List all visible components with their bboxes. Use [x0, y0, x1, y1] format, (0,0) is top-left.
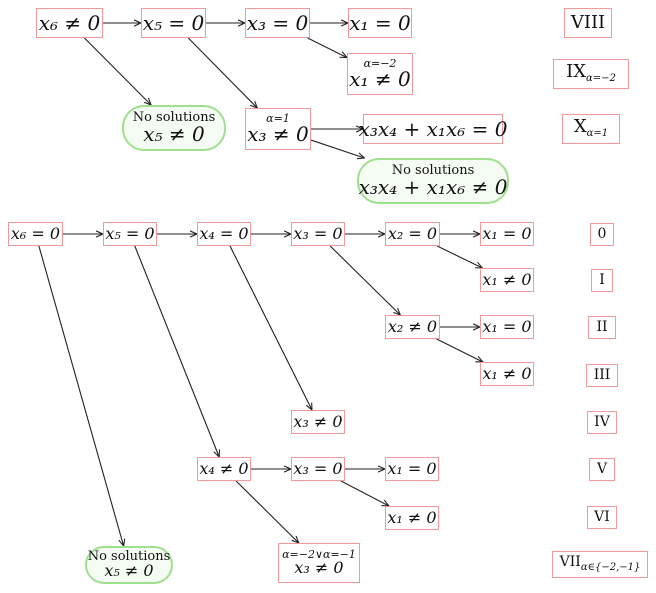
case-label-v: V — [589, 458, 615, 481]
node-x5-zero-bottom: x₅ = 0 — [103, 222, 157, 246]
edge-b_x2ne0-to-b_x1ne0_b — [436, 338, 483, 362]
node-equation-zero: x₃x₄ + x₁x₆ = 0 — [359, 114, 507, 144]
edge-b_x4eq0-to-b_x3ne0 — [229, 245, 312, 410]
node-x3-nonzero-bottom: x₃ ≠ 0 — [291, 410, 345, 434]
node-x1-zero-c: x₁ = 0 — [385, 457, 439, 481]
node-x1-nonzero-a: x₁ ≠ 0 — [480, 268, 534, 292]
case-label-ii: II — [588, 316, 616, 339]
case-label-x: Xα=1 — [562, 114, 620, 144]
node-x1-zero-b: x₁ = 0 — [480, 315, 534, 339]
edge-b_x4ne0-to-b_x3ne0_b — [235, 480, 299, 543]
edge-t_x5eq0-to-t_x3ne0 — [187, 37, 257, 108]
node-x1-nonzero-b: x₁ ≠ 0 — [480, 362, 534, 386]
node-x1-zero-a: x₁ = 0 — [480, 222, 534, 246]
node-x5-zero: x₅ = 0 — [141, 8, 206, 38]
edge-t_x3ne0-to-t_nosol2 — [310, 139, 364, 158]
case-label-0: 0 — [590, 223, 614, 246]
edge-b_x3eq0_b-to-b_x1ne0_c — [340, 480, 389, 506]
edge-t_x6ne0-to-t_nosol1 — [84, 37, 151, 105]
case-label-i: I — [591, 269, 613, 292]
edge-b_x5eq0-to-b_x4ne0 — [134, 245, 219, 457]
node-x2-nonzero: x₂ ≠ 0 — [385, 315, 440, 339]
edge-b_x2eq0-to-b_x1ne0_a — [436, 245, 482, 268]
node-x3-zero-c: x₃ = 0 — [291, 457, 345, 481]
case-label-viii: VIII — [564, 8, 612, 38]
node-x3-zero-bottom: x₃ = 0 — [291, 222, 345, 246]
node-x3-zero: x₃ = 0 — [245, 8, 310, 38]
node-x2-zero: x₂ = 0 — [385, 222, 440, 246]
node-x1-zero: x₁ = 0 — [348, 8, 412, 38]
edge-b_x6eq0-to-b_nosol — [38, 245, 124, 546]
case-label-vii: VIIα∈{−2,−1} — [552, 551, 648, 578]
case-label-vi: VI — [587, 506, 617, 529]
node-x6-zero: x₆ = 0 — [8, 222, 63, 246]
node-x4-nonzero: x₄ ≠ 0 — [197, 457, 251, 481]
edge-t_x3eq0-to-t_x1ne0 — [307, 37, 347, 58]
node-x4-zero: x₄ = 0 — [197, 222, 251, 246]
case-label-iv: IV — [587, 411, 617, 434]
case-label-ix: IXα=−2 — [553, 59, 629, 89]
edge-b_x3eq0-to-b_x2ne0 — [329, 245, 400, 315]
case-label-iii: III — [586, 364, 618, 387]
node-x1-nonzero-c: x₁ ≠ 0 — [385, 506, 439, 530]
node-x6-nonzero: x₆ ≠ 0 — [36, 8, 103, 38]
